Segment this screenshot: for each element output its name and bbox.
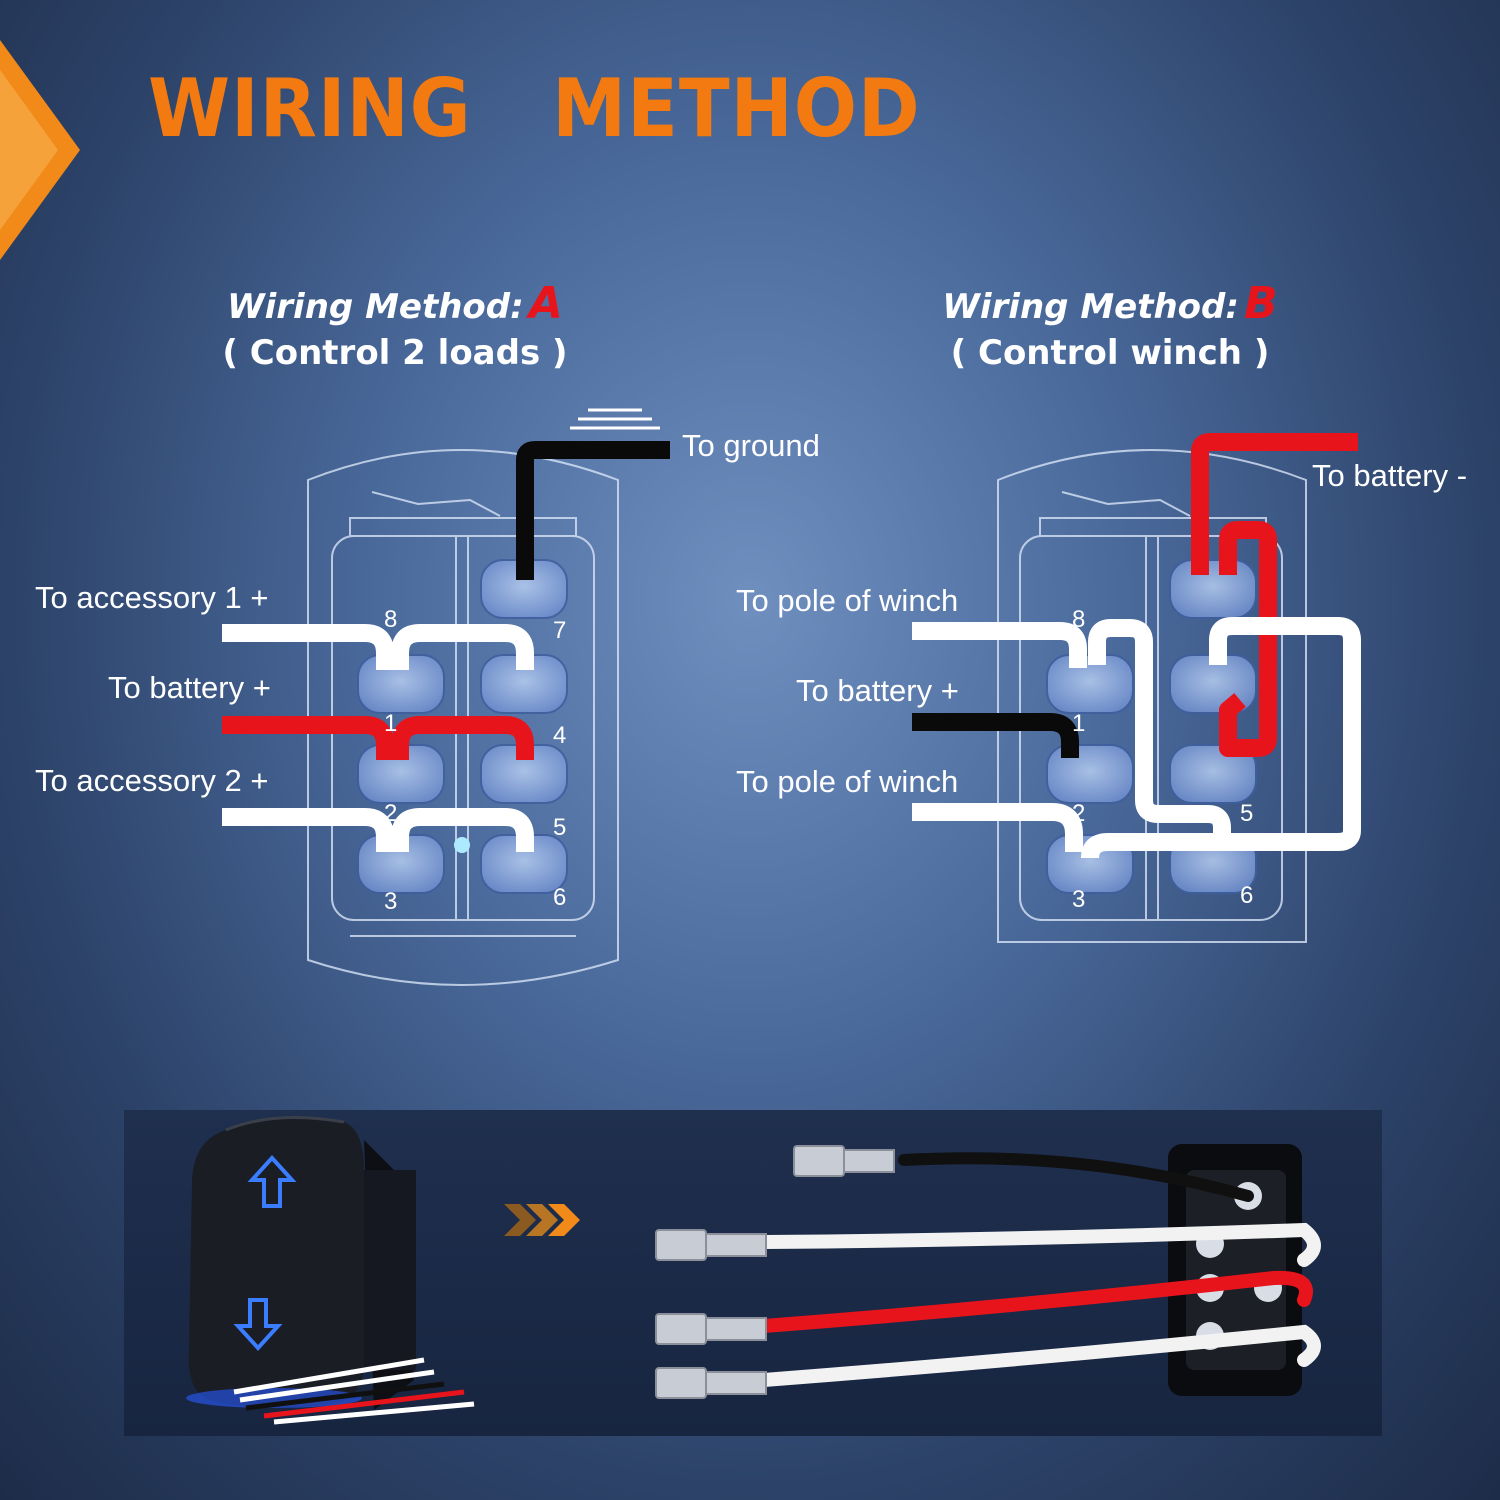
pin-b-8: 8 xyxy=(1072,606,1086,633)
arrow-down-icon xyxy=(233,1298,283,1351)
pin-a-7: 7 xyxy=(553,617,567,644)
pin-a-8: 8 xyxy=(384,606,398,633)
small-harness xyxy=(233,1357,475,1425)
label-to-ground: To ground xyxy=(682,428,820,463)
pin-a-4: 4 xyxy=(553,722,567,749)
pin-a-5: 5 xyxy=(553,814,567,841)
label-to-pole-of-winch-2: To pole of winch xyxy=(736,764,959,799)
product-photo-panel xyxy=(124,1110,1382,1436)
switch-a-terminals xyxy=(357,559,568,894)
method-b-subtitle: ( Control winch ) xyxy=(950,333,1270,373)
switch-a-led xyxy=(454,837,470,853)
pin-a-2: 2 xyxy=(384,800,398,827)
pin-b-2: 2 xyxy=(1072,800,1086,827)
wiring-diagrams xyxy=(222,408,1361,986)
pin-a-6: 6 xyxy=(553,884,567,911)
label-to-battery-minus: To battery - xyxy=(1312,458,1468,493)
corner-chevron-icon xyxy=(0,40,80,260)
pin-b-6: 6 xyxy=(1240,882,1254,909)
method-b-letter: B xyxy=(1244,278,1278,329)
label-to-pole-of-winch-1: To pole of winch xyxy=(736,583,959,618)
method-b-heading-text: Wiring Method: xyxy=(942,287,1239,327)
page-title: WIRING METHOD xyxy=(148,62,921,155)
label-to-accessory-1: To accessory 1 + xyxy=(35,580,269,615)
chevrons-right-icon xyxy=(504,1204,580,1236)
product-illustration xyxy=(186,1116,1321,1425)
method-a-heading-text: Wiring Method: xyxy=(227,287,524,327)
label-to-accessory-2: To accessory 2 + xyxy=(35,763,269,798)
switch-b-wires xyxy=(912,433,1361,859)
spade-terminals xyxy=(655,1145,895,1399)
switch-a-wires xyxy=(222,441,670,852)
pin-b-1: 1 xyxy=(1072,710,1086,737)
pin-a-3: 3 xyxy=(384,888,398,915)
method-b-heading: Wiring Method: B ( Control winch ) xyxy=(860,278,1360,373)
label-to-battery-plus-b: To battery + xyxy=(796,673,959,708)
method-a-subtitle: ( Control 2 loads ) xyxy=(222,333,568,373)
label-to-battery-plus-a: To battery + xyxy=(108,670,271,705)
rocker-switch xyxy=(186,1116,416,1410)
pin-b-3: 3 xyxy=(1072,886,1086,913)
pin-b-5: 5 xyxy=(1240,800,1254,827)
harness-wires xyxy=(757,1152,1321,1387)
switch-back xyxy=(1168,1144,1302,1396)
method-a-heading: Wiring Method: A ( Control 2 loads ) xyxy=(150,278,640,373)
arrow-up-icon xyxy=(247,1155,297,1208)
pin-a-1: 1 xyxy=(384,710,398,737)
ground-symbol-icon xyxy=(570,408,660,430)
method-a-letter: A xyxy=(528,278,563,329)
